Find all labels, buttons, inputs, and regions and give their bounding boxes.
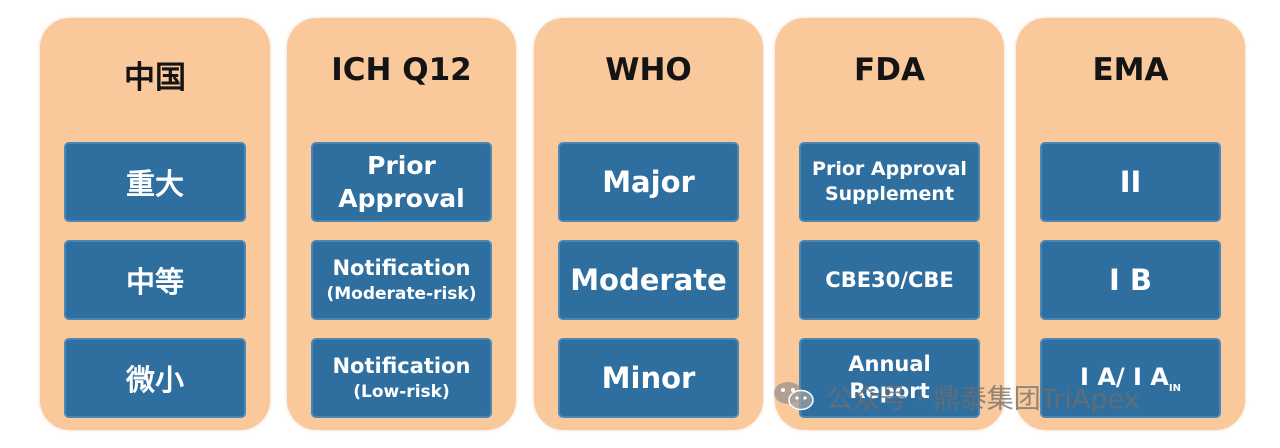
category-moderate-box: Notification (Moderate-risk) xyxy=(311,240,492,320)
category-label-line-1: Prior Approval xyxy=(812,158,967,180)
category-label: I B xyxy=(1109,263,1152,297)
category-label: I A/ I A xyxy=(1080,362,1169,391)
category-label: 微小 xyxy=(125,363,184,397)
category-minor-box: Notification (Low-risk) xyxy=(311,338,492,418)
column-ich-q12: ICH Q12 Prior Approval Notification (Mod… xyxy=(287,18,516,430)
category-major-box: Major xyxy=(558,142,739,222)
category-minor-box: Annual Report xyxy=(799,338,980,418)
category-label-line-2: Supplement xyxy=(824,183,955,205)
category-major-box: Prior Approval Supplement xyxy=(799,142,980,222)
category-major-box: II xyxy=(1040,142,1221,222)
category-moderate-box: Moderate xyxy=(558,240,739,320)
category-moderate-box: CBE30/CBE xyxy=(799,240,980,320)
wechat-icon xyxy=(772,379,816,413)
category-label: 重大 xyxy=(125,167,184,201)
category-label: Major xyxy=(602,165,695,199)
column-who: WHO Major Moderate Minor xyxy=(534,18,763,430)
column-title: EMA xyxy=(1092,52,1169,88)
column-fda: FDA Prior Approval Supplement CBE30/CBE … xyxy=(775,18,1004,430)
category-label-line-1: Prior xyxy=(367,151,436,180)
category-moderate-box: 中等 xyxy=(64,240,246,320)
column-title: WHO xyxy=(605,52,692,88)
watermark-text: 公众号 · 鼎泰集团TriApex xyxy=(826,383,1140,415)
column-ema: EMA II I B I A/ I AIN xyxy=(1016,18,1245,430)
category-minor-box: I A/ I AIN xyxy=(1040,338,1221,418)
category-minor-box: 微小 xyxy=(64,338,246,418)
category-major-box: Prior Approval xyxy=(311,142,492,222)
category-label-wrap: I A/ I AIN xyxy=(1080,363,1181,394)
category-major-box: 重大 xyxy=(64,142,246,222)
category-label: CBE30/CBE xyxy=(825,268,954,292)
category-label-line-1: Notification xyxy=(332,255,471,280)
category-label-line-1: Annual xyxy=(848,352,931,376)
category-moderate-box: I B xyxy=(1040,240,1221,320)
category-label: 中等 xyxy=(125,265,184,299)
category-label: Moderate xyxy=(570,263,727,297)
category-label-line-2: Approval xyxy=(338,184,465,213)
category-label-subscript: IN xyxy=(1168,382,1181,394)
column-china: 中国 重大 中等 微小 xyxy=(40,18,270,430)
category-label-line-2: (Moderate-risk) xyxy=(326,283,477,304)
category-label-line-1: Notification xyxy=(332,353,471,378)
category-label: Minor xyxy=(601,361,696,395)
watermark: 公众号 · 鼎泰集团TriApex xyxy=(772,376,1140,416)
category-label-line-2: (Low-risk) xyxy=(353,381,450,402)
column-title: ICH Q12 xyxy=(331,52,472,88)
category-label-line-2: Report xyxy=(849,379,930,403)
category-label: II xyxy=(1119,165,1142,199)
column-title: FDA xyxy=(854,52,925,88)
column-title: 中国 xyxy=(124,60,186,96)
category-minor-box: Minor xyxy=(558,338,739,418)
